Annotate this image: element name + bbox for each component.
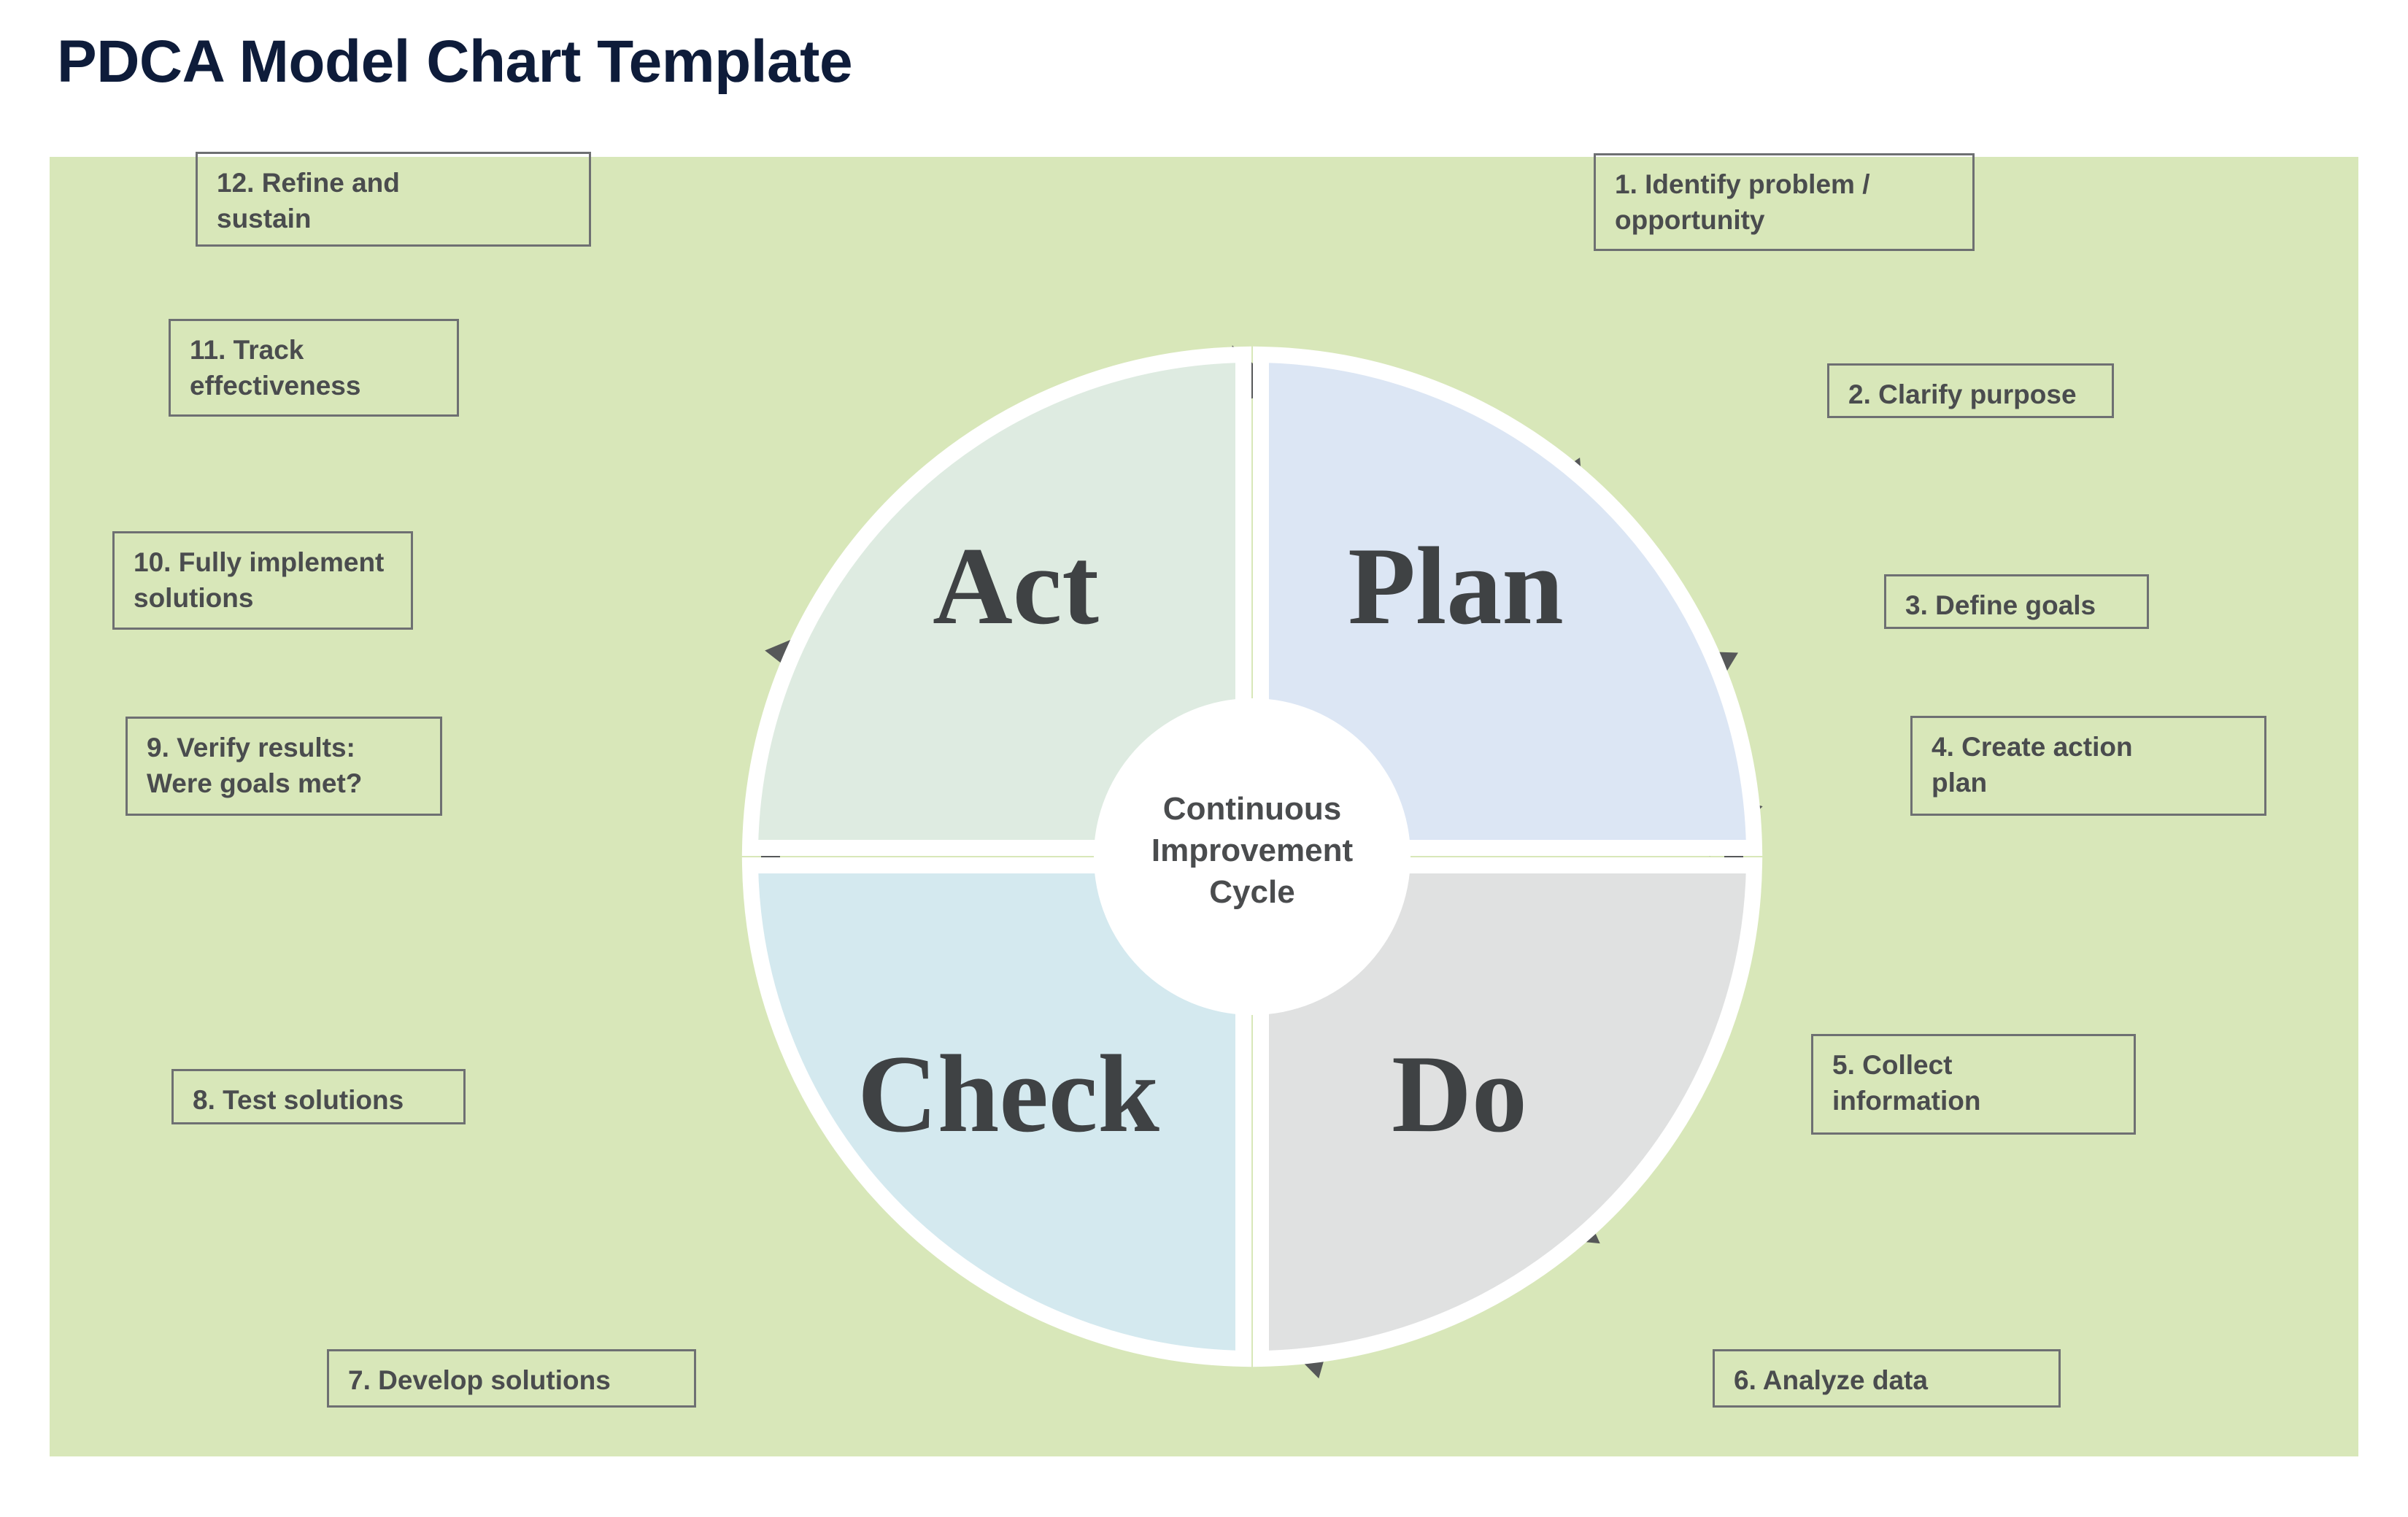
step-label-7-line-1: 7. Develop solutions [348,1365,611,1395]
step-label-6[interactable]: 6. Analyze data [1713,1349,2061,1408]
step-label-6-line-1: 6. Analyze data [1734,1365,1928,1395]
step-label-10[interactable]: 10. Fully implement solutions [112,531,413,630]
step-label-11-line-1: 11. Track [190,335,304,365]
step-label-10-line-1: 10. Fully implement [134,547,385,577]
step-label-5[interactable]: 5. Collect information [1811,1034,2136,1135]
center-text-line-3: Cycle [1209,874,1294,910]
step-label-10-line-2: solutions [134,582,254,613]
quadrant-label-plan: Plan [1348,525,1564,647]
quadrant-group [741,346,1763,1367]
step-label-3-line-1: 3. Define goals [1905,590,2096,620]
quadrant-label-act: Act [933,525,1099,647]
step-label-1-line-2: opportunity [1615,204,1765,235]
step-label-7[interactable]: 7. Develop solutions [327,1349,696,1408]
step-label-9[interactable]: 9. Verify results: Were goals met? [126,717,442,816]
step-label-12-line-1: 12. Refine and [217,168,400,198]
step-label-2-line-1: 2. Clarify purpose [1848,379,2077,409]
step-label-1[interactable]: 1. Identify problem / opportunity [1594,153,1975,251]
step-label-4-line-1: 4. Create action [1932,732,2133,762]
quadrant-check[interactable] [741,857,1251,1367]
step-label-4-line-2: plan [1932,767,1988,798]
arrow-ring-dashed-path [761,366,1743,1348]
center-text-line-1: Continuous [1163,791,1341,827]
step-label-3[interactable]: 3. Define goals [1884,574,2149,629]
step-label-11[interactable]: 11. Track effectiveness [169,319,459,417]
step-label-8[interactable]: 8. Test solutions [171,1069,466,1124]
center-hub [1094,698,1411,1015]
diagram-canvas: Act Plan Check Do Continuous Improvement… [50,152,2358,1456]
quadrant-do[interactable] [1253,857,1763,1367]
page-title: PDCA Model Chart Template [57,28,853,95]
step-label-12-line-2: sustain [217,203,312,233]
quadrant-label-check: Check [857,1032,1159,1155]
step-label-9-line-1: 9. Verify results: [147,733,355,763]
quadrant-plan[interactable] [1253,346,1763,856]
step-label-5-line-2: information [1832,1085,1981,1116]
step-label-12[interactable]: 12. Refine and sustain [196,152,591,247]
quadrant-act[interactable] [741,346,1251,856]
center-text-line-2: Improvement [1151,833,1354,868]
pdca-wheel: Act Plan Check Do Continuous Improvement… [701,305,1804,1408]
step-label-9-line-2: Were goals met? [147,768,363,798]
step-label-4[interactable]: 4. Create action plan [1910,716,2266,816]
step-label-11-line-2: effectiveness [190,370,361,401]
quadrant-label-do: Do [1392,1032,1527,1155]
step-label-8-line-1: 8. Test solutions [193,1085,404,1115]
step-label-1-line-1: 1. Identify problem / [1615,169,1870,199]
step-label-5-line-1: 5. Collect [1832,1050,1953,1080]
step-label-2[interactable]: 2. Clarify purpose [1827,363,2114,418]
